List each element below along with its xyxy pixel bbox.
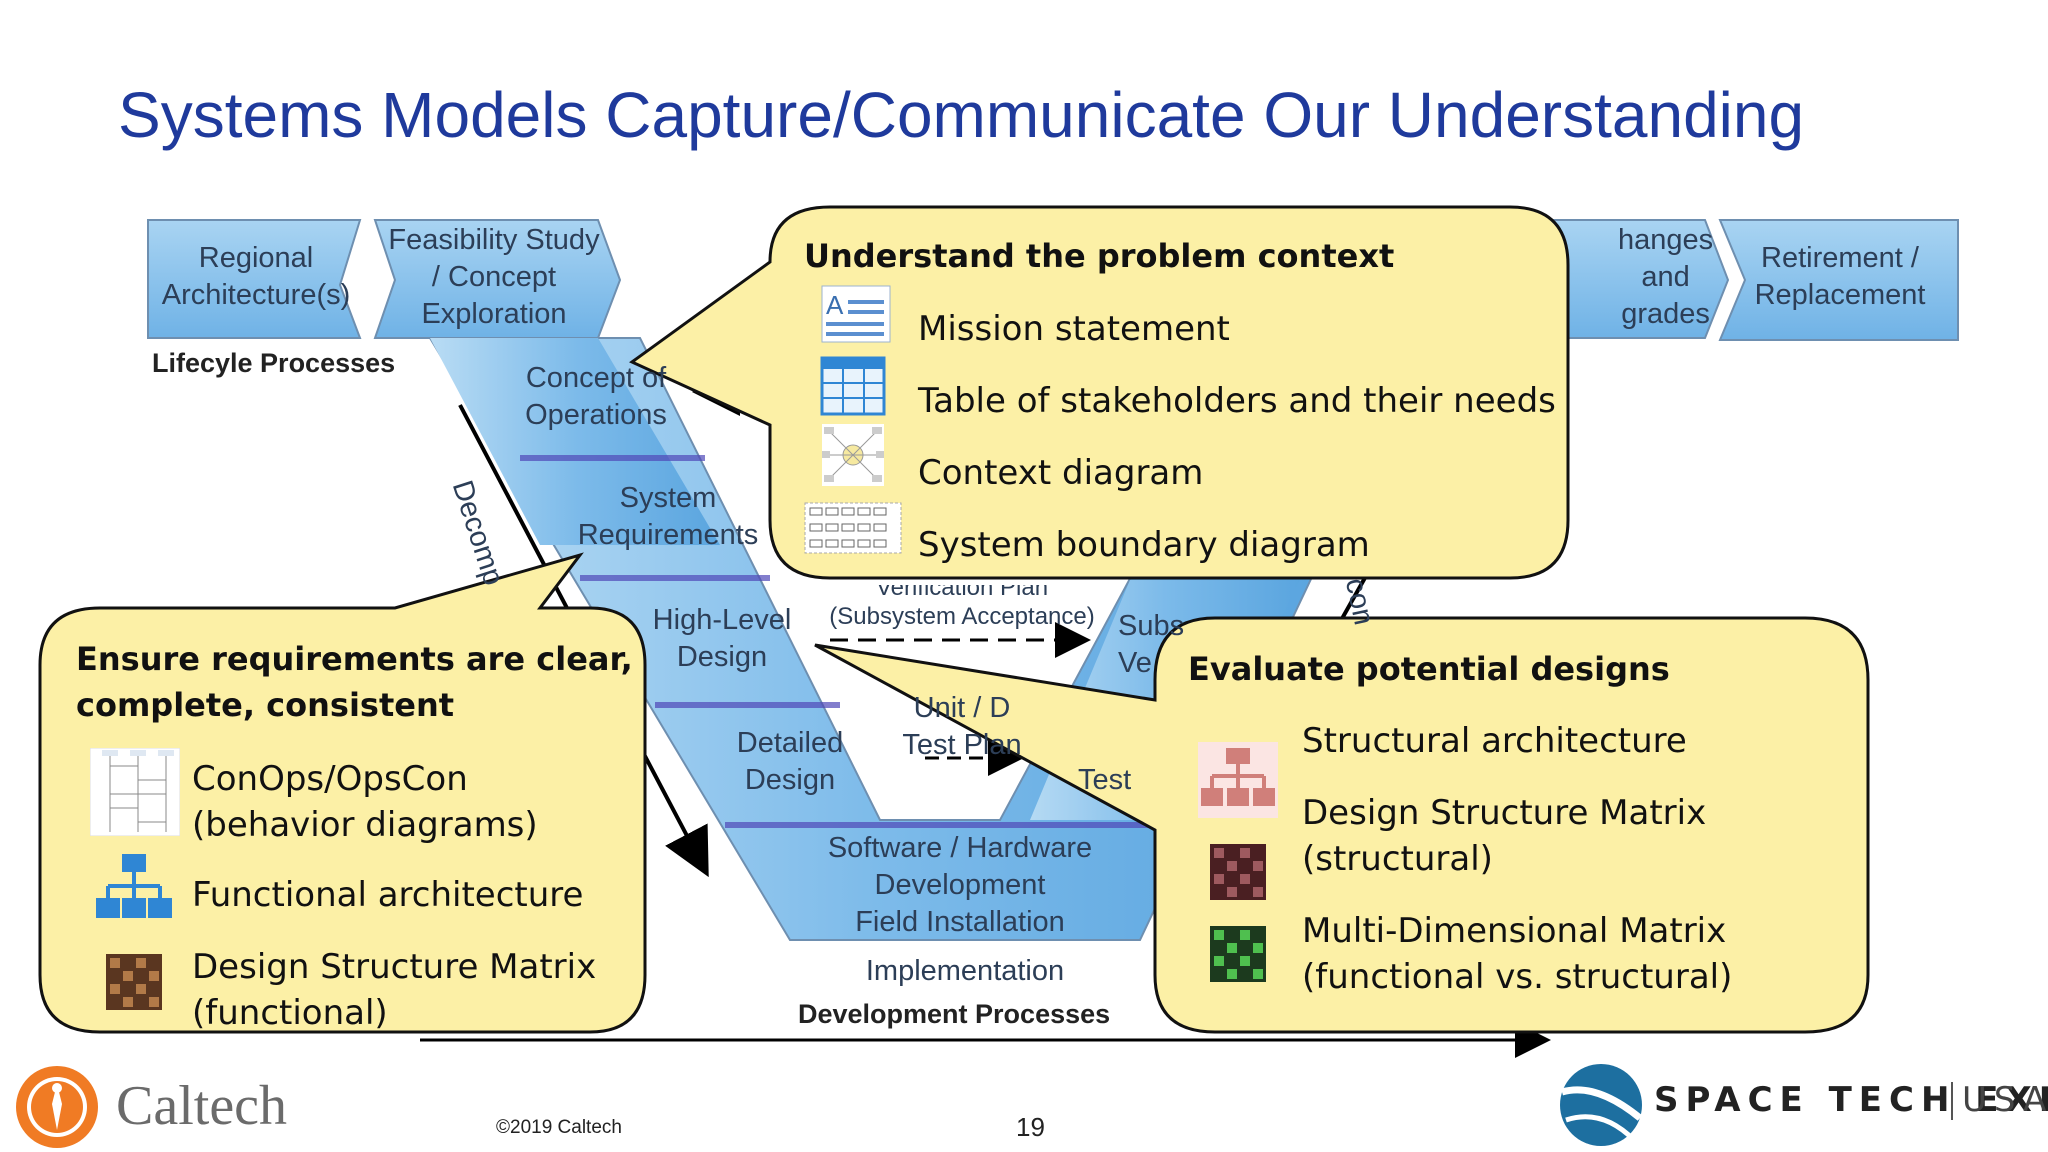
expo-region-label: USA: [1962, 1080, 2048, 1120]
svg-text:A: A: [826, 290, 844, 320]
logo-divider: [1951, 1082, 1953, 1120]
lifecycle-processes-label: Lifecyle Processes: [152, 348, 396, 378]
caltech-seal-icon: [16, 1066, 98, 1148]
system-boundary-diagram-icon: [804, 502, 902, 554]
verification-plan-label: Verification Plan: [875, 574, 1049, 601]
system-boundary-diagram-item: System boundary diagram: [918, 525, 1370, 565]
development-processes-label: Development Processes: [798, 999, 1111, 1029]
functional-dsm-icon: [106, 954, 162, 1010]
stakeholders-table-item: Table of stakeholders and their needs: [918, 381, 1556, 421]
functional-label-item: (functional): [192, 993, 388, 1033]
functional-dsm-item: Design Structure Matrix: [192, 947, 597, 987]
retirement-replacement-label: Retirement /Replacement: [1754, 242, 1926, 311]
retirement-chevron: [1718, 219, 1959, 341]
multi-dimensional-matrix-icon: [1210, 926, 1266, 982]
space-tech-expo-logo-icon: [1560, 1064, 1643, 1146]
behavior-diagrams-item: (behavior diagrams): [192, 805, 538, 845]
slide-title: Systems Models Capture/Communicate Our U…: [118, 79, 1805, 151]
structural-architecture-icon: [1198, 742, 1278, 818]
v-left-upper: [430, 338, 720, 545]
functional-architecture-item: Functional architecture: [192, 875, 584, 915]
structural-label-item: (structural): [1302, 839, 1493, 879]
structural-architecture-item: Structural architecture: [1302, 721, 1687, 761]
copyright-text: ©2019 Caltech: [496, 1117, 622, 1138]
test-label: Test: [1078, 764, 1132, 796]
mission-statement-item: Mission statement: [918, 309, 1230, 349]
callout-designs-balloon: [814, 616, 1870, 1034]
behavior-diagram-icon: [90, 748, 180, 836]
structural-dsm-item: Design Structure Matrix: [1302, 793, 1707, 833]
regional-architecture-chevron: [147, 219, 362, 339]
document-icon: A: [821, 285, 891, 343]
caltech-wordmark: Caltech: [116, 1075, 288, 1137]
requirements-heading: Ensure requirements are clear, complete,…: [76, 640, 633, 724]
context-diagram-icon: [822, 424, 884, 486]
implementation-label: Implementation: [865, 955, 1065, 987]
space-tech-expo-wordmark: SPACE TECH EXPO: [1654, 1080, 2048, 1120]
subsystem-acceptance-label: (Subsystem Acceptance): [829, 603, 1095, 630]
page-number: 19: [1016, 1112, 1045, 1142]
problem-context-heading: Understand the problem context: [804, 237, 1395, 275]
structural-dsm-icon: [1210, 844, 1266, 900]
functional-vs-structural-item: (functional vs. structural): [1302, 957, 1733, 997]
callout-requirements-balloon: [38, 552, 647, 1034]
conops-item: ConOps/OpsCon: [192, 759, 468, 799]
context-diagram-item: Context diagram: [918, 453, 1204, 493]
designs-heading: Evaluate potential designs: [1188, 650, 1670, 688]
functional-architecture-icon: [96, 854, 172, 918]
table-icon: [820, 356, 886, 416]
multi-dimensional-matrix-item: Multi-Dimensional Matrix: [1302, 911, 1727, 951]
